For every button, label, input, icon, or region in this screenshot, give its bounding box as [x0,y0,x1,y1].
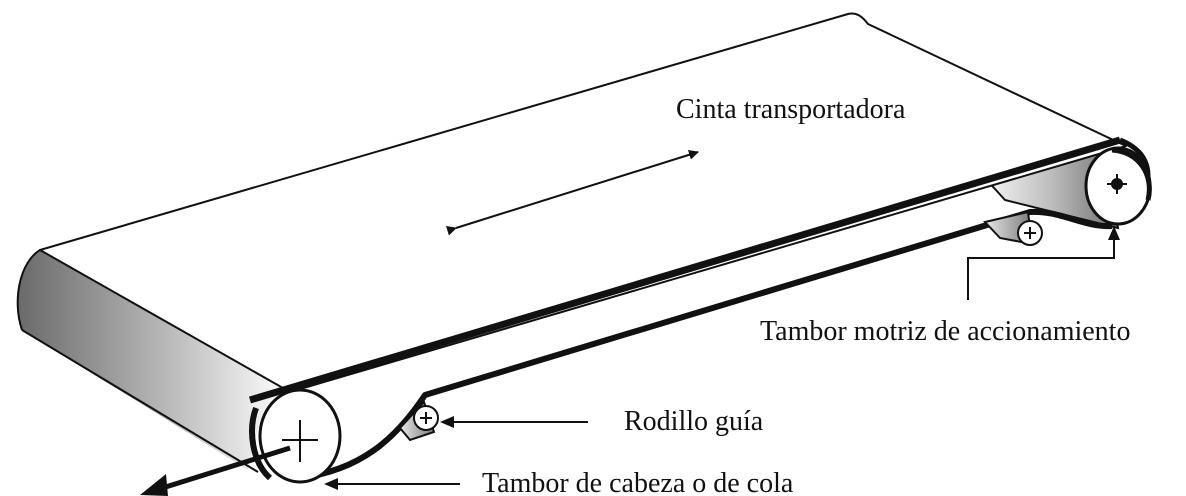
drive-shaft-icon [1107,174,1127,194]
label-belt: Cinta transportadora [676,94,906,125]
drive-drum-leader [967,226,1120,300]
head-drum-leader [324,478,460,490]
head-drum-body [16,245,290,473]
head-drum-end [249,388,342,484]
label-head-tail-drum: Tambor de cabeza o de cola [482,468,794,496]
guide-roller [398,400,439,442]
label-guide-roller: Rodillo guía [624,406,764,437]
plus-icon [282,420,318,462]
arrow-icon [140,445,291,496]
drive-drum-end [1084,146,1152,226]
guide-roller-leader [440,416,588,428]
label-drive-drum: Tambor motriz de accionamiento [760,316,1130,347]
plus-icon [420,412,432,424]
return-belt [299,208,1113,481]
plus-icon [1024,227,1036,239]
belt-direction-arrow [445,149,699,236]
idler-roller-right [983,210,1043,246]
